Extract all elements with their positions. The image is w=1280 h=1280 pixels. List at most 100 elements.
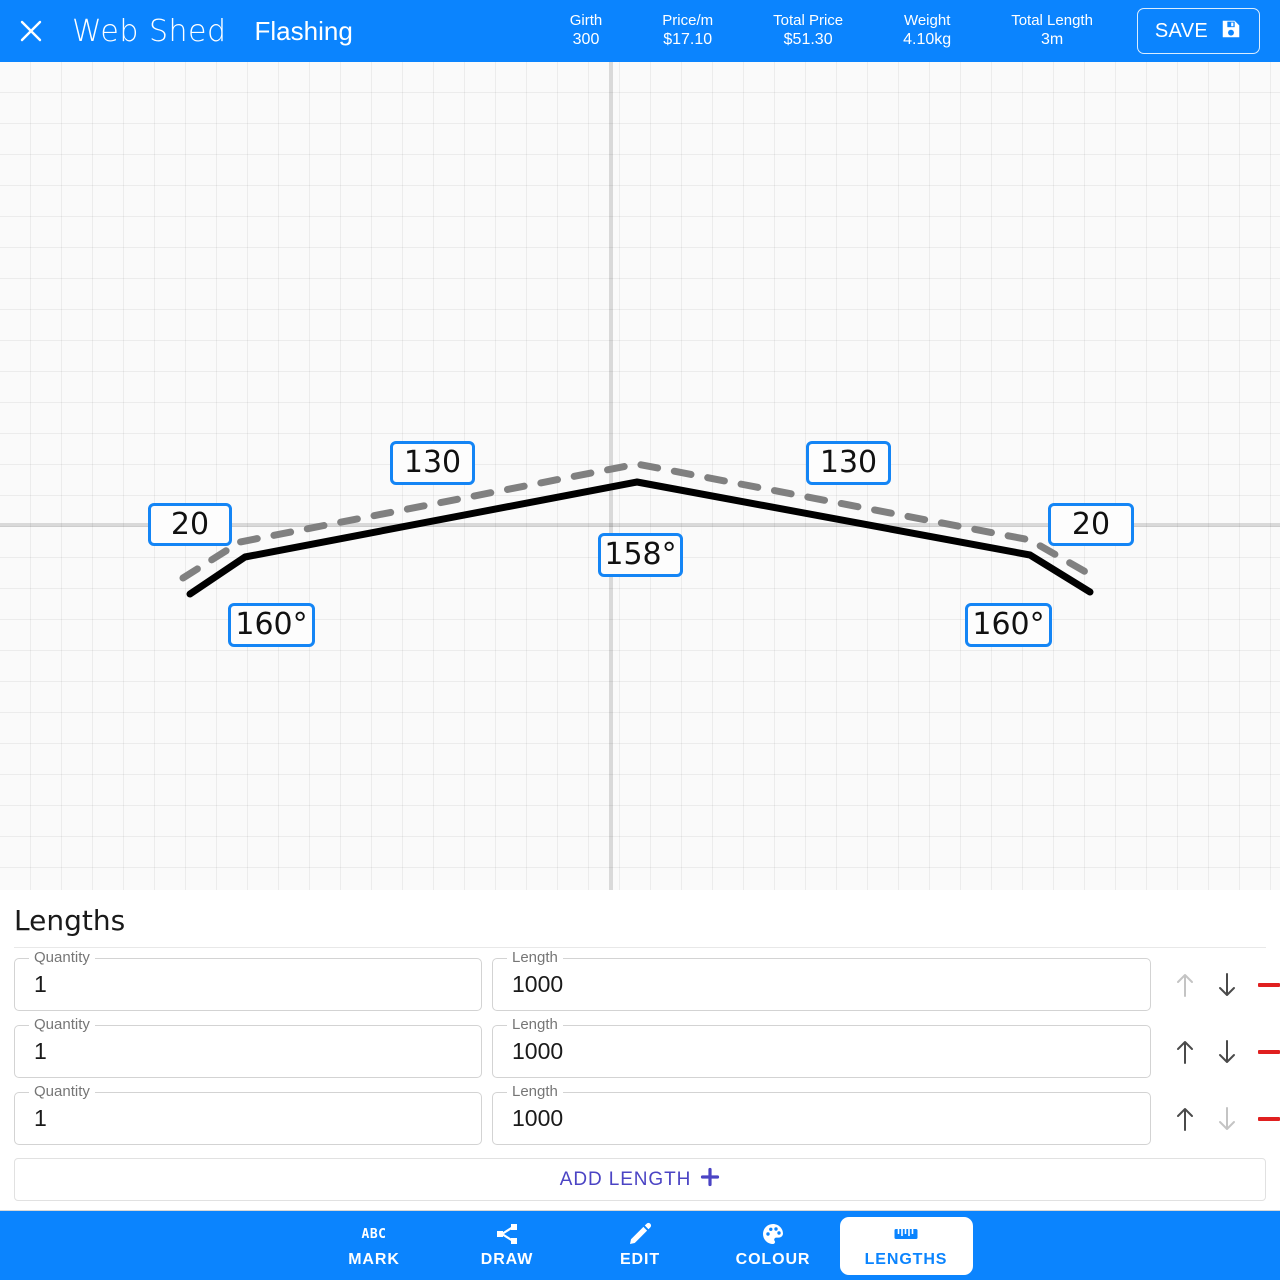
polyline-icon [495,1222,519,1246]
row-controls [1165,965,1280,1005]
brand-name: Web Shed [72,13,227,49]
length-input[interactable] [493,1038,1150,1065]
quantity-field-label: Quantity [29,1017,95,1032]
nav-item-mark[interactable]: ABC MARK [308,1217,441,1275]
tag-right-bend-angle[interactable]: 160° [965,603,1052,647]
tag-apex-angle[interactable]: 158° [598,533,683,577]
flashing-profile-svg [179,460,1102,598]
tag-right-leg-length[interactable]: 20 [1048,503,1134,546]
nav-item-colour-label: COLOUR [735,1251,811,1268]
quantity-input[interactable] [15,1038,481,1065]
save-button[interactable]: SAVE [1136,8,1260,54]
panel-divider [14,947,1266,948]
tag-right-slope-length[interactable]: 130 [806,441,891,485]
row-controls [1165,1032,1280,1072]
arrow-down-icon[interactable] [1207,1032,1247,1072]
minus-icon[interactable] [1249,965,1280,1005]
nav-item-colour[interactable]: COLOUR [707,1217,840,1275]
pencil-icon [628,1222,652,1246]
arrow-up-icon[interactable] [1165,1032,1205,1072]
quantity-input[interactable] [15,971,481,998]
lengths-panel-title: Lengths [14,904,126,937]
quantity-field[interactable]: Quantity [14,1084,482,1145]
add-length-row: ADD LENGTH [0,1158,1280,1201]
plus-icon [700,1167,720,1192]
tag-right-leg-length-value: 20 [1071,506,1111,542]
nav-item-draw-label: DRAW [480,1251,534,1268]
length-field[interactable]: Length [492,1084,1151,1145]
tag-left-slope-length[interactable]: 130 [390,441,475,485]
arrow-down-icon[interactable] [1207,1099,1247,1139]
length-row: Quantity Length [0,1017,1280,1079]
lengths-rows: Quantity Length [0,948,1280,1146]
nav-item-edit-label: EDIT [619,1251,661,1268]
flashing-profile-line[interactable] [186,478,1094,598]
drawing-canvas[interactable]: 20 130 158° 130 20 160° 160° [0,62,1280,890]
length-field[interactable]: Length [492,1017,1151,1078]
nav-item-mark-label: MARK [348,1251,400,1268]
bottom-navigation: ABC MARK DRAW EDIT [0,1210,1280,1280]
palette-icon [761,1222,785,1246]
stat-total-price: Total Price $51.30 [743,12,873,51]
length-input[interactable] [493,971,1150,998]
top-app-bar: Web Shed Flashing Girth 300 Price/m $17.… [0,0,1280,62]
quantity-input[interactable] [15,1105,481,1132]
save-button-label: SAVE [1154,19,1208,42]
length-field-label: Length [507,1084,563,1099]
stat-price-per-m: Price/m $17.10 [632,12,743,51]
minus-icon[interactable] [1249,1099,1280,1139]
close-icon[interactable] [0,0,62,62]
nav-item-draw[interactable]: DRAW [441,1217,574,1275]
tag-left-leg-length[interactable]: 20 [148,503,232,546]
tag-left-bend-angle-value: 160° [235,607,308,642]
tag-left-leg-length-value: 20 [170,506,210,542]
length-field-label: Length [507,950,563,965]
stat-weight-value: 4.10kg [903,31,952,49]
row-controls [1165,1099,1280,1139]
length-field-label: Length [507,1017,563,1032]
arrow-down-icon[interactable] [1207,965,1247,1005]
stat-weight: Weight 4.10kg [873,12,981,51]
tag-left-slope-length-value: 130 [403,445,462,480]
ruler-icon [893,1222,919,1246]
save-disk-icon [1220,18,1242,45]
length-row: Quantity Length [0,950,1280,1012]
vertical-axis-line [609,62,613,890]
minus-icon[interactable] [1249,1032,1280,1072]
stat-price-per-m-value: $17.10 [663,31,713,49]
length-input[interactable] [493,1105,1150,1132]
tag-left-bend-angle[interactable]: 160° [228,603,315,647]
tag-right-slope-length-value: 130 [819,445,878,480]
stat-total-length: Total Length 3m [981,12,1123,51]
arrow-up-icon[interactable] [1165,965,1205,1005]
stat-girth-value: 300 [572,31,600,49]
nav-item-edit[interactable]: EDIT [574,1217,707,1275]
quantity-field-label: Quantity [29,950,95,965]
stat-girth: Girth 300 [540,12,633,51]
stat-total-price-label: Total Price [773,11,844,29]
length-field[interactable]: Length [492,950,1151,1011]
arrow-up-icon[interactable] [1165,1099,1205,1139]
quantity-field[interactable]: Quantity [14,1017,482,1078]
tag-right-bend-angle-value: 160° [972,607,1045,642]
stat-girth-label: Girth [569,11,603,29]
minus-glyph [1258,982,1280,987]
quantity-field[interactable]: Quantity [14,950,482,1011]
stat-total-length-label: Total Length [1011,11,1093,29]
offset-dashed-line [179,460,1102,583]
add-length-button[interactable]: ADD LENGTH [14,1158,1266,1201]
summary-stats: Girth 300 Price/m $17.10 Total Price $51… [540,8,1280,54]
stat-weight-label: Weight [903,11,951,29]
abc-text-icon: ABC [361,1226,387,1242]
minus-glyph [1258,1049,1280,1054]
page-title: Flashing [254,15,353,46]
lengths-panel: Lengths Quantity Length [0,890,1280,1210]
minus-glyph [1258,1116,1280,1121]
nav-item-lengths[interactable]: LENGTHS [839,1216,973,1275]
stat-total-price-value: $51.30 [783,31,833,49]
stat-price-per-m-label: Price/m [662,11,714,29]
length-row: Quantity Length [0,1084,1280,1146]
stat-total-length-value: 3m [1040,31,1064,49]
quantity-field-label: Quantity [29,1084,95,1099]
